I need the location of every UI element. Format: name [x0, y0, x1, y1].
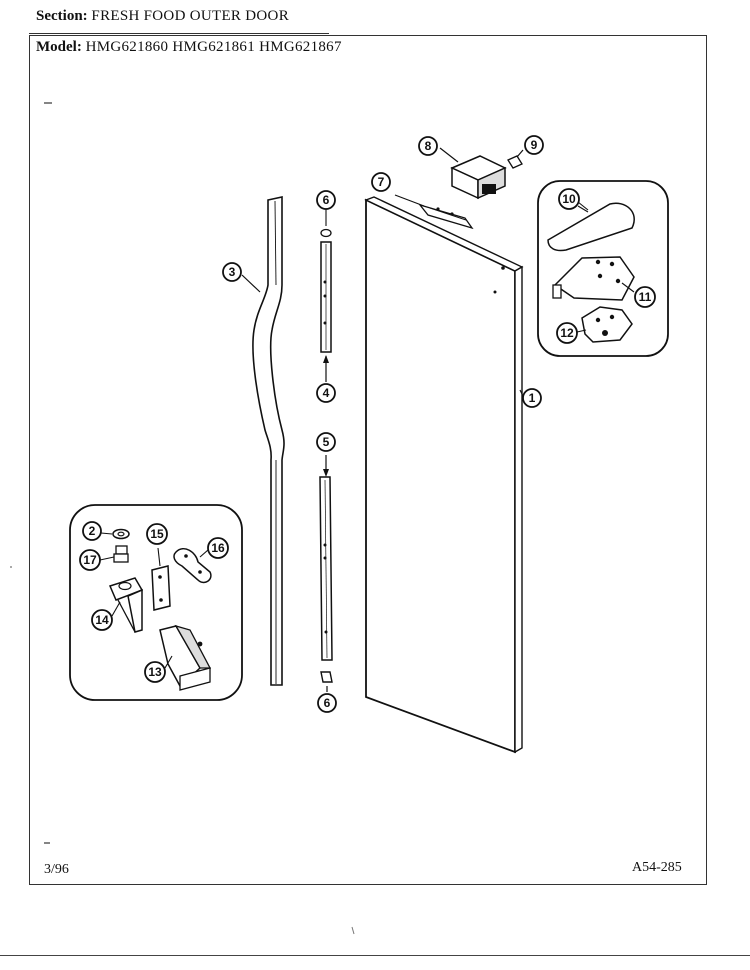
- footer-date: 3/96: [44, 862, 69, 877]
- small-clip: [507, 149, 524, 169]
- scan-mark: [351, 926, 355, 935]
- top-bracket: [394, 194, 474, 230]
- washer: [112, 528, 130, 540]
- callout-14: 14: [91, 609, 113, 631]
- model-values: HMG621860 HMG621861 HMG621867: [85, 39, 342, 55]
- callout-8: 8: [418, 136, 438, 156]
- callout-9: 9: [524, 135, 544, 155]
- callout-6-bottom: 6: [317, 693, 337, 713]
- hinge-cap: [547, 202, 635, 252]
- svg-text:9: 9: [531, 138, 538, 152]
- callout-7: 7: [371, 172, 391, 192]
- header-rule: [29, 33, 329, 34]
- door-handle: [241, 196, 285, 686]
- callout-10: 10: [558, 188, 580, 210]
- diagram-frame: [29, 35, 707, 885]
- page-bottom-rule: [0, 955, 750, 956]
- section-value: FRESH FOOD OUTER DOOR: [91, 8, 289, 24]
- svg-text:10: 10: [562, 192, 576, 206]
- svg-text:14: 14: [95, 613, 109, 627]
- door-panel: [364, 196, 524, 754]
- svg-text:8: 8: [425, 139, 432, 153]
- hinge-cover: [439, 147, 507, 200]
- svg-text:2: 2: [89, 524, 96, 538]
- callout-3: 3: [222, 262, 242, 282]
- svg-text:6: 6: [324, 696, 331, 710]
- callout-12: 12: [556, 322, 578, 344]
- svg-text:4: 4: [323, 386, 330, 400]
- callout-17: 17: [79, 549, 101, 571]
- section-label: Section:: [36, 8, 88, 24]
- callout-11: 11: [634, 286, 656, 308]
- svg-text:15: 15: [150, 527, 164, 541]
- lower-hinge-bracket: [108, 577, 144, 633]
- section-header: Section: FRESH FOOD OUTER DOOR: [36, 8, 289, 25]
- callout-16: 16: [207, 537, 229, 559]
- svg-text:5: 5: [323, 435, 330, 449]
- callout-2: 2: [82, 521, 102, 541]
- callout-1: 1: [522, 388, 542, 408]
- hinge-spacer: [151, 547, 171, 611]
- hinge-pin: [113, 545, 129, 563]
- model-label: Model:: [36, 39, 82, 55]
- svg-text:6: 6: [323, 193, 330, 207]
- upper-trim-strip: [320, 228, 332, 382]
- callout-5: 5: [316, 432, 336, 452]
- callout-6-top: 6: [316, 190, 336, 210]
- svg-text:11: 11: [639, 290, 652, 304]
- footer-code: A54-285: [632, 860, 682, 875]
- callout-4: 4: [316, 383, 336, 403]
- hinge-strap: [173, 548, 212, 584]
- upper-hinge-plate: [552, 256, 635, 301]
- svg-text:13: 13: [148, 665, 162, 679]
- callout-15: 15: [146, 523, 168, 545]
- svg-text:17: 17: [83, 553, 97, 567]
- callout-13: 13: [144, 661, 166, 683]
- hinge-block: [159, 624, 212, 691]
- model-header: Model: HMG621860 HMG621861 HMG621867: [36, 39, 342, 56]
- svg-text:12: 12: [560, 326, 574, 340]
- svg-text:3: 3: [229, 265, 236, 279]
- lower-trim-strip: [319, 455, 333, 692]
- svg-text:7: 7: [378, 175, 385, 189]
- shim-plate: [576, 306, 633, 343]
- svg-text:1: 1: [529, 391, 536, 405]
- svg-text:16: 16: [211, 541, 225, 555]
